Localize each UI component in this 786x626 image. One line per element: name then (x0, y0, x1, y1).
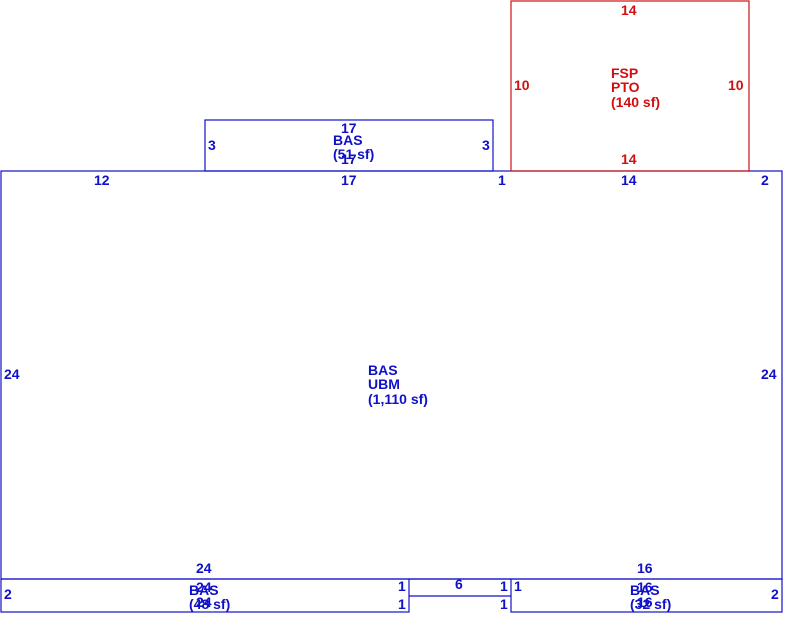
bl-area-code: BAS (189, 582, 219, 598)
main-area-size: (1,110 sf) (368, 391, 428, 407)
porch-area-size: (140 sf) (611, 94, 660, 110)
dim-porch-bottom: 14 (621, 151, 637, 167)
dim-bl-right-top: 1 (398, 578, 406, 594)
bump-area-size: (51 sf) (333, 146, 374, 162)
dim-bump-bottom: 17 (341, 151, 357, 167)
dim-bump-right: 3 (482, 137, 490, 153)
dim-br-top: 16 (637, 560, 653, 576)
top-bump-outline (204, 119, 494, 172)
dim-br-left-top: 1 (500, 578, 508, 594)
dim-bump-top: 17 (341, 120, 357, 136)
dim-br-bottom: 16 (637, 594, 653, 610)
dim-porch-right: 10 (728, 77, 744, 93)
dim-main-left: 24 (4, 366, 20, 382)
porch-area-code: FSP (611, 65, 638, 81)
dim-br-right: 2 (771, 586, 779, 602)
dim-main-top-right: 14 (621, 172, 637, 188)
bump-area-code: BAS (333, 132, 363, 148)
dim-bl-left: 2 (4, 586, 12, 602)
br-area-size: (32 sf) (630, 596, 671, 612)
dim-main-top-left: 12 (94, 172, 110, 188)
br-area-code: BAS (630, 582, 660, 598)
porch-outline (510, 0, 750, 172)
main-area-sub: UBM (368, 376, 400, 392)
dim-br-inner: 1 (514, 578, 522, 594)
main-area-code: BAS (368, 362, 398, 378)
dim-bl-right-bottom: 1 (398, 596, 406, 612)
dim-porch-top: 14 (621, 2, 637, 18)
dim-porch-left: 10 (514, 77, 530, 93)
porch-area-sub: PTO (611, 79, 640, 95)
bottom-right-outline (510, 578, 783, 613)
dim-bl-inner-top: 24 (196, 579, 212, 595)
dim-main-right: 24 (761, 366, 777, 382)
dim-main-top-mid: 17 (341, 172, 357, 188)
dim-connector: 6 (455, 576, 463, 592)
dim-main-top-far-right: 2 (761, 172, 769, 188)
dim-br-left-bottom: 1 (500, 596, 508, 612)
dim-bump-left: 3 (208, 137, 216, 153)
bl-area-size: (48 sf) (189, 596, 230, 612)
dim-main-top-one: 1 (498, 172, 506, 188)
dim-bl-bottom: 24 (196, 594, 212, 610)
dim-br-inner-top: 16 (637, 579, 653, 595)
dim-bl-top: 24 (196, 560, 212, 576)
